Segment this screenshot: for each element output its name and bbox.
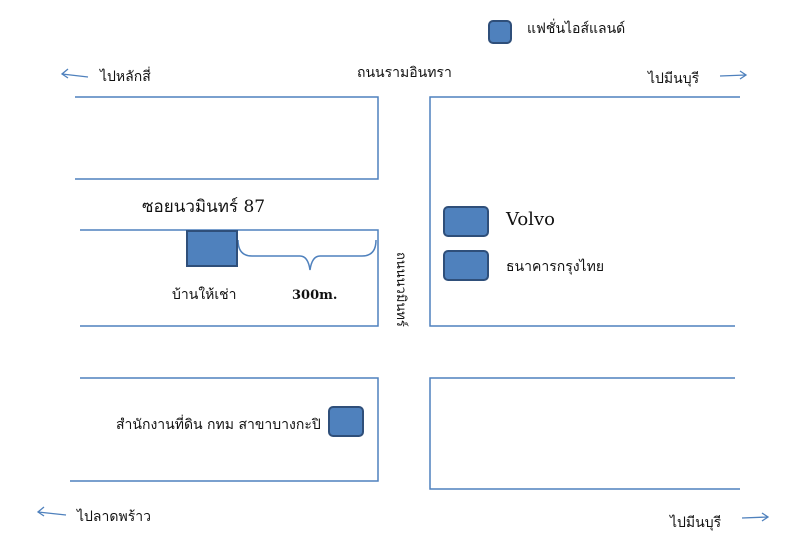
arrow-right-bottom-icon bbox=[741, 512, 770, 522]
distance-label: 300m. bbox=[292, 288, 338, 303]
house-for-rent-label: บ้านให้เช่า bbox=[172, 287, 237, 303]
to-min-buri-bottom-label: ไปมีนบุรี bbox=[670, 515, 722, 531]
fashion-island-marker bbox=[488, 20, 512, 44]
block-bottom-right bbox=[429, 377, 740, 490]
arrow-left-top-icon bbox=[60, 68, 89, 79]
arrow-left-bottom-icon bbox=[36, 506, 67, 517]
ram-inthra-road-label: ถนนรามอินทรา bbox=[357, 65, 452, 81]
land-office-label: สำนักงานที่ดิน กทม สาขาบางกะปิ bbox=[116, 417, 321, 433]
to-lak-si-label: ไปหลักสี่ bbox=[100, 69, 151, 85]
house-marker bbox=[186, 230, 238, 267]
block-bottom-left bbox=[70, 377, 379, 482]
block-top-right bbox=[429, 96, 740, 327]
fashion-island-label: แฟชั่นไอส์แลนด์ bbox=[527, 21, 626, 37]
to-lat-phrao-label: ไปลาดพร้าว bbox=[77, 509, 151, 525]
to-min-buri-top-label: ไปมีนบุรี bbox=[648, 71, 700, 87]
distance-bracket bbox=[237, 239, 377, 271]
arrow-right-top-icon bbox=[719, 70, 748, 80]
volvo-label: Volvo bbox=[506, 209, 555, 230]
krungthai-bank-label: ธนาคารกรุงไทย bbox=[506, 259, 605, 275]
volvo-marker bbox=[443, 206, 489, 237]
land-office-marker bbox=[328, 406, 364, 437]
block-top-left bbox=[75, 96, 379, 180]
nawamin-road-label: ถนนนวมินทร์ bbox=[393, 252, 408, 327]
soi-nawamin-label: ซอยนวมินทร์ 87 bbox=[142, 197, 266, 217]
krungthai-bank-marker bbox=[443, 250, 489, 281]
